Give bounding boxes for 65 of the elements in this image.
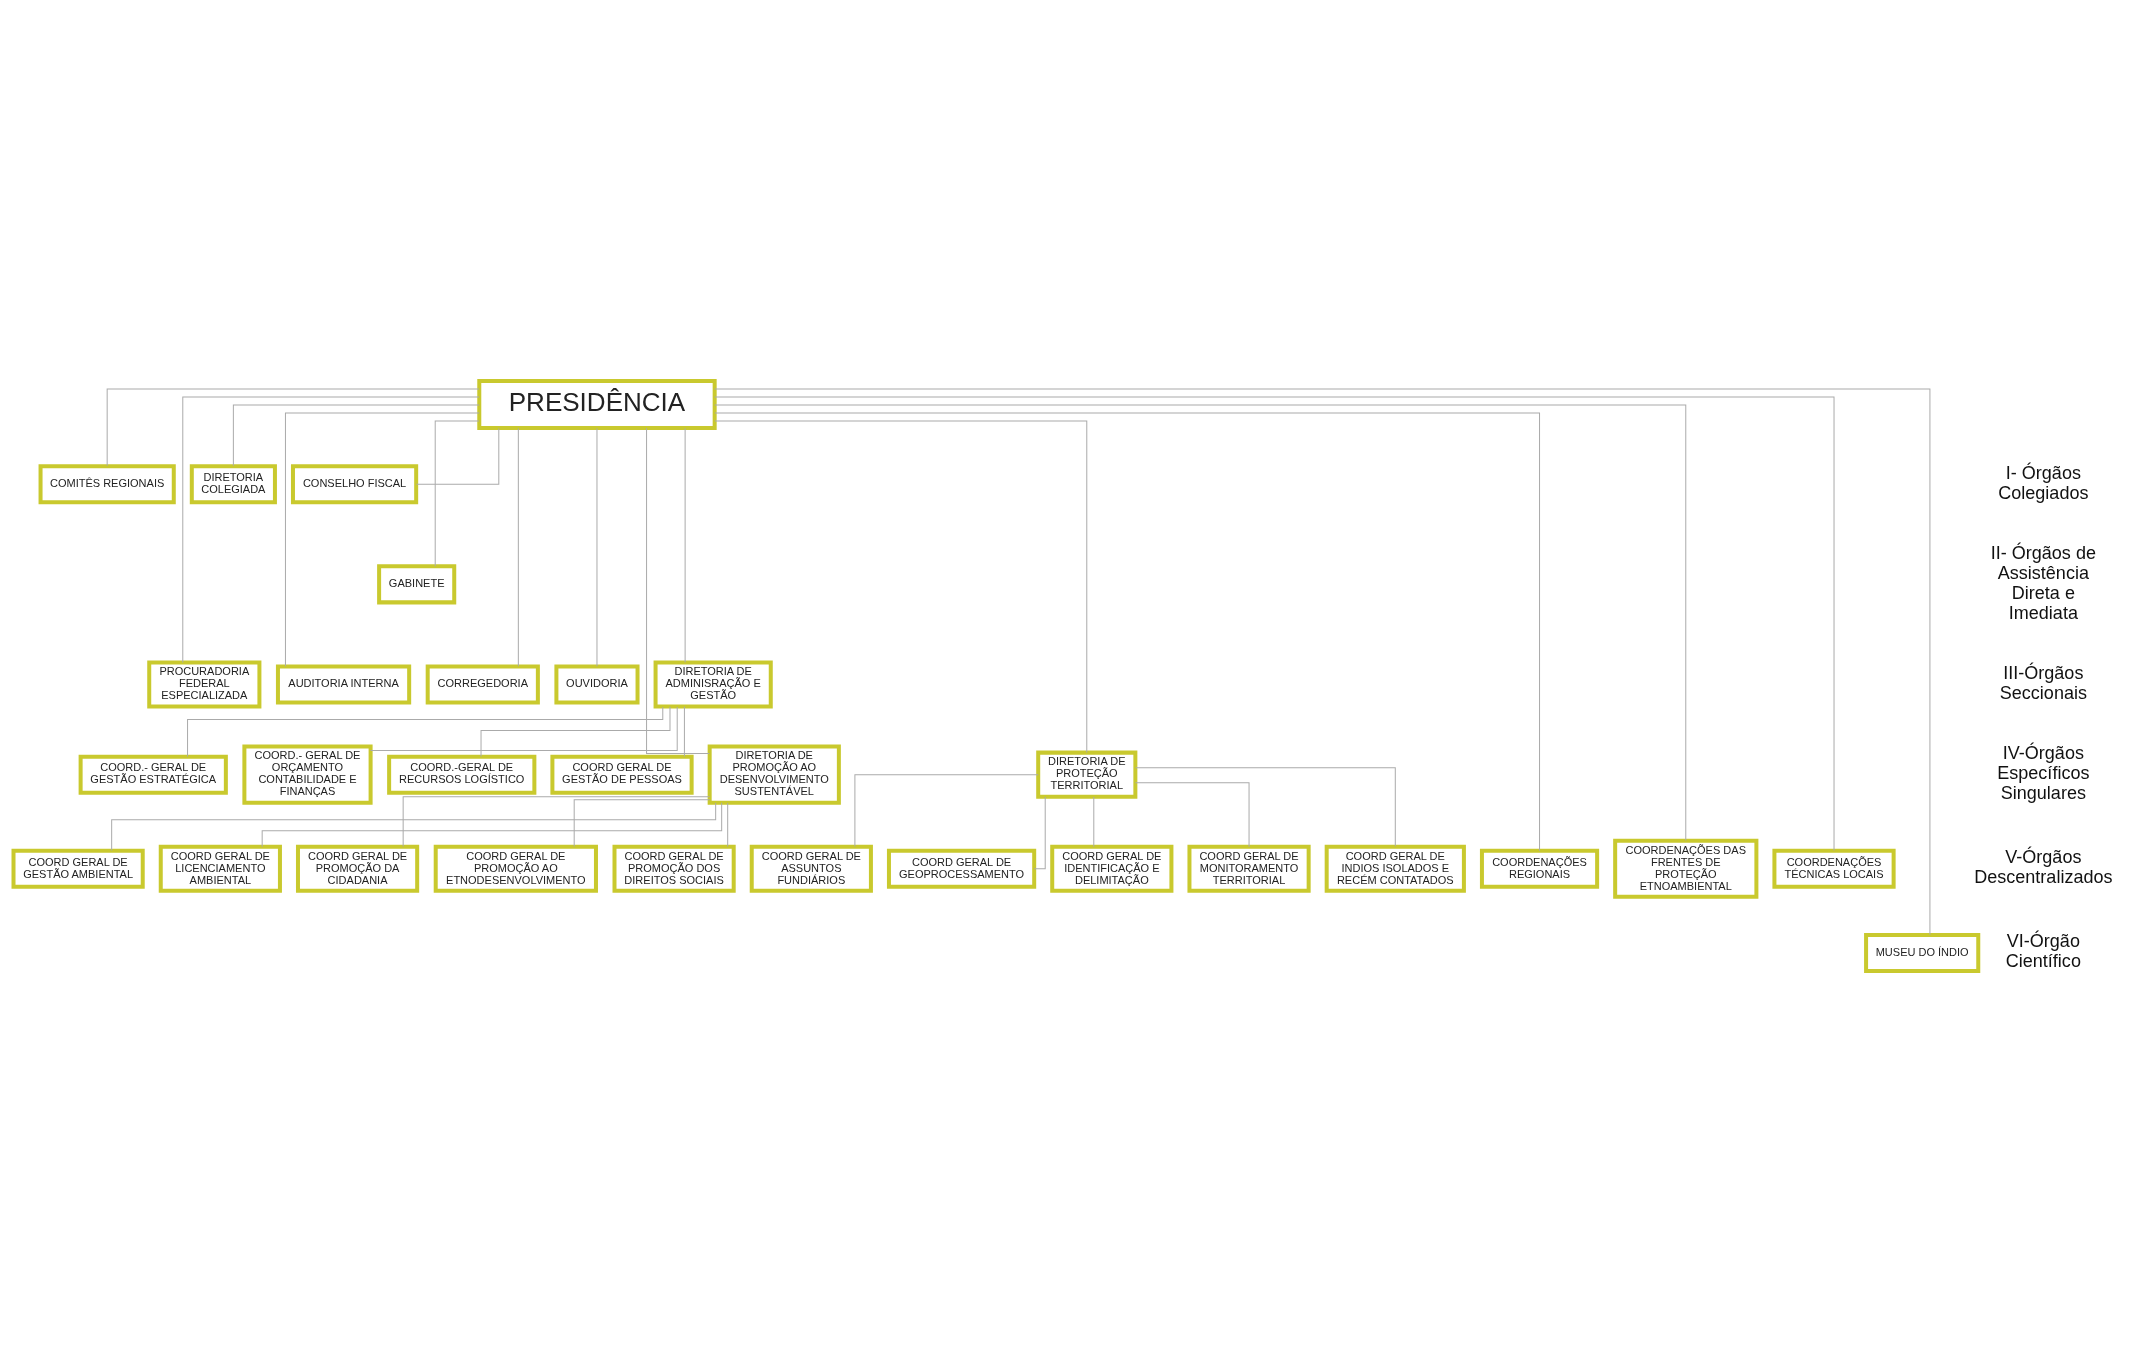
connector <box>714 412 1541 852</box>
connector <box>1033 796 1046 870</box>
connector <box>370 706 678 752</box>
connector <box>714 404 1687 841</box>
connector <box>714 396 1835 852</box>
connector <box>182 396 480 663</box>
node-box: PRESIDÊNCIA <box>477 379 717 431</box>
connector <box>416 427 500 485</box>
node-box: COORD GERAL DE IDENTIFICAÇÃO E DELIMITAÇÃO <box>1050 844 1174 893</box>
node-box: COORD GERAL DE PROMOÇÃO DA CIDADANIA <box>295 844 420 893</box>
node-box: COORD.- GERAL DE ORÇAMENTO CONTABILIDADE E FINANÇAS <box>242 744 373 805</box>
node-box: COORD GERAL DE LICENCIAMENTO AMBIENTAL <box>158 844 282 893</box>
node-box: COORDENAÇÕES REGIONAIS <box>1479 848 1600 889</box>
node-box: OUVIDORIA <box>554 664 640 705</box>
connector <box>854 774 1039 847</box>
connector <box>434 420 480 567</box>
node-box: CORREGEDORIA <box>425 664 540 705</box>
node-box: DIRETORIA COLEGIADA <box>189 464 277 505</box>
node-box: COORD.-GERAL DE RECURSOS LOGÍSTICO <box>387 754 537 795</box>
connector <box>106 388 480 467</box>
node-box: COORD GERAL DE GESTÃO AMBIENTAL <box>11 848 145 889</box>
connector <box>596 427 598 667</box>
label: V-Órgãos Descentralizados <box>1974 847 2113 888</box>
node-box: COORD GERAL DE INDIOS ISOLADOS E RECÉM CONTATADOS <box>1324 844 1466 893</box>
node-box: CONSELHO FISCAL <box>290 464 419 505</box>
label: IV-Órgãos Específicos Singulares <box>1997 743 2090 804</box>
node-box: COORDENAÇÕES DAS FRENTES DE PROTEÇÃO ETNOAMBIENTAL <box>1613 838 1759 899</box>
connector <box>402 796 711 847</box>
node-box: PROCURADORIA FEDERAL ESPECIALIZADA <box>147 660 262 709</box>
connector <box>284 412 480 667</box>
connector <box>480 706 671 757</box>
node-box: AUDITORIA INTERNA <box>275 664 412 705</box>
connector <box>684 427 686 663</box>
node-box: COORD GERAL DE PROMOÇÃO DOS DIREITOS SOCIAIS <box>612 844 736 893</box>
connector <box>727 802 729 848</box>
node-box: COORDENAÇÕES TÉCNICAS LOCAIS <box>1772 848 1896 889</box>
connector <box>646 427 710 755</box>
connector <box>232 404 480 467</box>
connector <box>1135 767 1396 847</box>
node-box: DIRETORIA DE PROMOÇÃO AO DESENVOLVIMENTO SUSTENTÁVEL <box>707 744 841 805</box>
label: VI-Órgão Científico <box>2005 931 2081 972</box>
connector <box>683 706 685 758</box>
connector <box>111 802 717 852</box>
connector <box>261 802 723 848</box>
connector <box>714 420 1088 754</box>
node-box: COMITÊS REGIONAIS <box>38 464 176 505</box>
node-box: COORD GERAL DE ASSUNTOS FUNDIÁRIOS <box>749 844 873 893</box>
connector <box>1134 782 1250 848</box>
connector <box>714 388 1931 936</box>
connector <box>573 799 711 848</box>
node-box: DIRETORIA DE PROTEÇÃO TERRITORIAL <box>1036 750 1138 799</box>
node-box: MUSEU DO ÍNDIO <box>1864 932 1981 973</box>
node-box: COORD GERAL DE MONITORAMENTO TERRITORIAL <box>1187 844 1311 893</box>
connector <box>1093 796 1095 848</box>
connector <box>187 706 664 758</box>
node-box: COORD.- GERAL DE GESTÃO ESTRATÉGICA <box>78 754 228 795</box>
node-box: DIRETORIA DE ADMINISRAÇÃO E GESTÃO <box>653 660 773 709</box>
node-box: COORD GERAL DE GEOPROCESSAMENTO <box>886 848 1037 889</box>
label: III-Órgãos Seccionais <box>1999 662 2087 703</box>
node-box: GABINETE <box>377 564 457 605</box>
connector <box>517 427 519 667</box>
node-box: COORD GERAL DE PROMOÇÃO AO ETNODESENVOLVIMENTO <box>433 844 598 893</box>
node-box: COORD GERAL DE GESTÃO DE PESSOAS <box>550 754 694 795</box>
label: I- Órgãos Colegiados <box>1998 462 2089 503</box>
label: II- Órgãos de Assistência Direta e Imediata <box>1990 542 2096 623</box>
